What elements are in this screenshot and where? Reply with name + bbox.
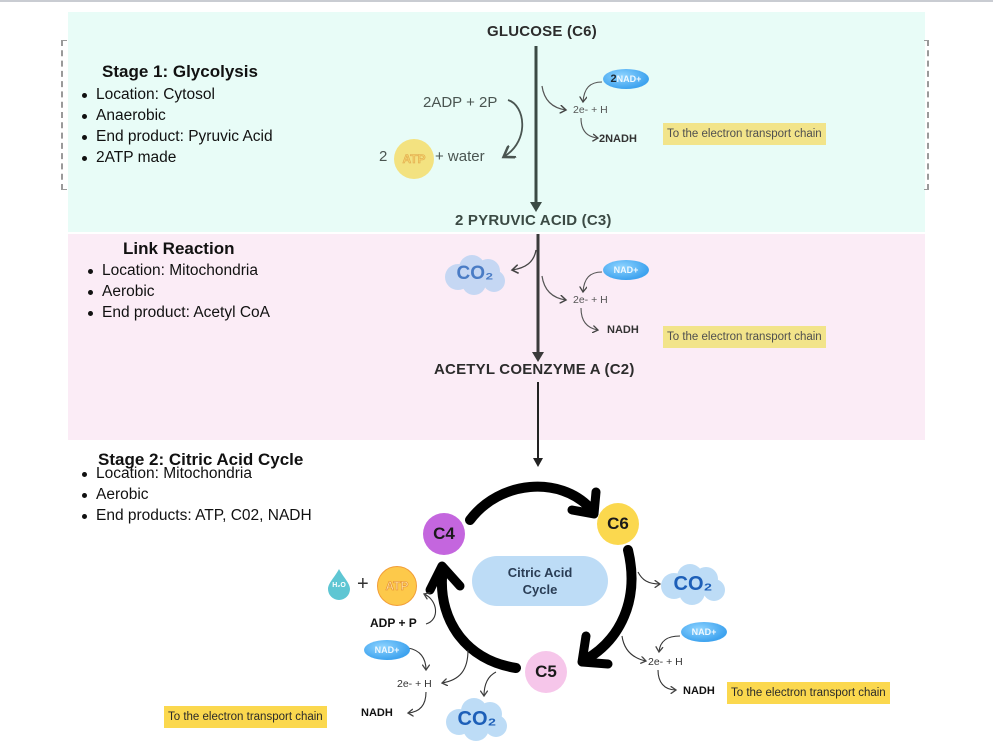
node-c4: C4 bbox=[423, 513, 465, 555]
stage2-bullets: Location: Mitochondria Aerobic End produ… bbox=[78, 463, 312, 526]
stage1-bullet: 2ATP made bbox=[78, 147, 273, 168]
atp-count: 2 bbox=[379, 148, 388, 165]
right-electron-arrow bbox=[621, 635, 646, 661]
right-nad-arrow bbox=[659, 635, 681, 652]
etc-note: To the electron transport chain bbox=[663, 123, 826, 145]
stage1-bullet: Location: Cytosol bbox=[78, 84, 273, 105]
plus-sign: + bbox=[357, 573, 369, 595]
stage1-bullet: End product: Pyruvic Acid bbox=[78, 126, 273, 147]
cycle-arrow-c4-to-c6 bbox=[465, 481, 595, 525]
nad-label: NAD+ bbox=[616, 74, 642, 84]
co2-release-arrow-right bbox=[637, 571, 660, 584]
cycle-arrowhead-c5 bbox=[577, 631, 613, 669]
co2-cloud-icon: CO₂ bbox=[442, 253, 508, 295]
water-drop-icon: H₂O bbox=[327, 568, 351, 600]
nad-count: 2 bbox=[610, 73, 617, 85]
node-c6: C6 bbox=[597, 503, 639, 545]
right-nadh-arrow bbox=[657, 669, 676, 690]
nadh-label: 2NADH bbox=[599, 133, 637, 145]
selection-bracket-right[interactable] bbox=[924, 40, 929, 190]
electron-label: 2e- + H bbox=[648, 656, 683, 668]
electron-label: 2e- + H bbox=[573, 104, 608, 116]
nadh-label: NADH bbox=[361, 707, 393, 719]
node-c5: C5 bbox=[525, 651, 567, 693]
link-bullets: Location: Mitochondria Aerobic End produ… bbox=[84, 260, 270, 323]
co2-label: CO₂ bbox=[456, 263, 494, 284]
stage2-title: Stage 2: Citric Acid Cycle bbox=[98, 450, 304, 469]
left-nadh-arrow bbox=[408, 691, 427, 713]
nad-plus-icon: NAD+ bbox=[364, 640, 410, 660]
stage2-bullet: Aerobic bbox=[78, 484, 312, 505]
window-top-border bbox=[0, 0, 993, 2]
stage1-bullet: Anaerobic bbox=[78, 105, 273, 126]
cycle-label-line2: Cycle bbox=[522, 582, 558, 597]
pyruvic-acid-label: 2 PYRUVIC ACID (C3) bbox=[455, 212, 612, 229]
link-bullet: Aerobic bbox=[84, 281, 270, 302]
link-bullet: End product: Acetyl CoA bbox=[84, 302, 270, 323]
link-bullet: Location: Mitochondria bbox=[84, 260, 270, 281]
left-nad-arrow bbox=[407, 647, 426, 670]
glycolysis-section bbox=[68, 12, 925, 232]
acetyl-arrowhead bbox=[533, 458, 543, 467]
co2-label: CO₂ bbox=[673, 572, 713, 595]
link-title: Link Reaction bbox=[123, 239, 235, 258]
cycle-arrowhead-c4 bbox=[425, 561, 465, 595]
atp-icon-label: ATP bbox=[402, 152, 426, 167]
nad-label: NAD+ bbox=[374, 645, 400, 655]
citric-acid-cycle-label: Citric Acid Cycle bbox=[472, 556, 608, 606]
stage2-bullet: End products: ATP, C02, NADH bbox=[78, 505, 312, 526]
etc-note: To the electron transport chain bbox=[164, 706, 327, 728]
electron-label: 2e- + H bbox=[573, 294, 608, 306]
glucose-label: GLUCOSE (C6) bbox=[487, 23, 597, 40]
stage1-title: Stage 1: Glycolysis bbox=[102, 62, 258, 81]
cycle-label-line1: Citric Acid bbox=[507, 565, 573, 580]
atp-icon-label: ATP bbox=[385, 579, 409, 594]
nad-plus-icon: NAD+ bbox=[681, 622, 727, 642]
stage2-bullet: Location: Mitochondria bbox=[78, 463, 312, 484]
adp-label: 2ADP + 2P bbox=[423, 94, 498, 111]
adp-label: ADP + P bbox=[370, 616, 417, 630]
co2-release-arrow-bottom bbox=[484, 671, 497, 696]
water-label: + water bbox=[435, 148, 485, 165]
stage1-bullets: Location: Cytosol Anaerobic End product:… bbox=[78, 84, 273, 168]
etc-note: To the electron transport chain bbox=[727, 682, 890, 704]
nad-plus-icon: NAD+ bbox=[603, 260, 649, 280]
nad-label: NAD+ bbox=[691, 627, 717, 637]
etc-note: To the electron transport chain bbox=[663, 326, 826, 348]
adp-to-atp-arrow-cycle bbox=[424, 594, 437, 625]
nad-label: NAD+ bbox=[613, 265, 639, 275]
co2-cloud-icon: CO₂ bbox=[444, 696, 510, 742]
nadh-label: NADH bbox=[607, 324, 639, 336]
atp-icon: ATP bbox=[394, 139, 434, 179]
acetyl-coa-label: ACETYL COENZYME A (C2) bbox=[434, 361, 635, 378]
cycle-arrowhead-c6 bbox=[567, 487, 601, 519]
water-label: H₂O bbox=[332, 582, 346, 589]
co2-cloud-icon: CO₂ bbox=[658, 562, 728, 606]
nad-plus-icon: 2NAD+ bbox=[603, 69, 649, 89]
electron-label: 2e- + H bbox=[397, 678, 432, 690]
atp-icon: ATP bbox=[377, 566, 417, 606]
co2-label: CO₂ bbox=[457, 707, 497, 730]
nadh-label: NADH bbox=[683, 685, 715, 697]
selection-bracket-left[interactable] bbox=[61, 40, 67, 190]
left-electron-arrow bbox=[442, 649, 469, 683]
